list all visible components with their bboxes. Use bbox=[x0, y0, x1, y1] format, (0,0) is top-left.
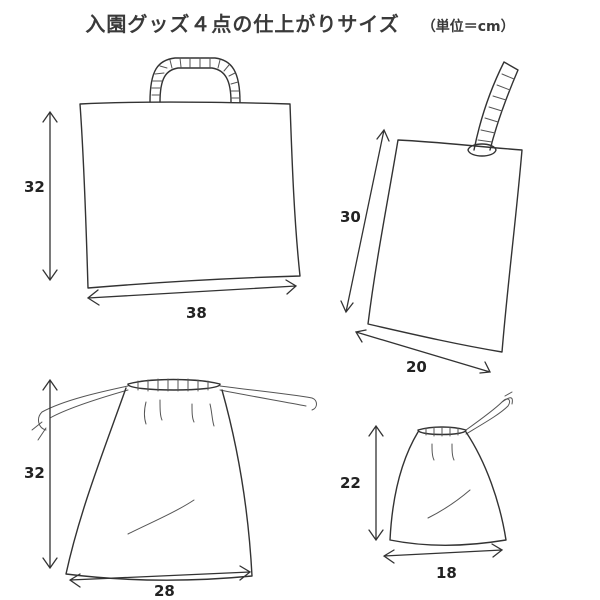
title-main: 入園グッズ４点の仕上がりサイズ bbox=[85, 12, 400, 36]
small-drawstring-bag bbox=[368, 391, 513, 564]
small-drawstring-bag-height-label: 22 bbox=[340, 474, 361, 492]
large-drawstring-bag-height-label: 32 bbox=[24, 464, 45, 482]
small-drawstring-bag-width-label: 18 bbox=[436, 564, 457, 582]
lesson-bag-height-label: 32 bbox=[24, 178, 45, 196]
large-drawstring-bag-width-label: 28 bbox=[154, 582, 175, 600]
title-unit: （単位＝cm） bbox=[421, 19, 515, 35]
shoe-bag bbox=[340, 61, 523, 374]
shoe-bag-width-label: 20 bbox=[406, 358, 427, 376]
page-title: 入園グッズ４点の仕上がりサイズ （単位＝cm） bbox=[0, 8, 600, 37]
large-drawstring-bag bbox=[31, 378, 317, 588]
shoe-bag-height-label: 30 bbox=[340, 208, 361, 226]
lesson-bag-width-label: 38 bbox=[186, 304, 207, 322]
lesson-bag bbox=[42, 57, 301, 306]
